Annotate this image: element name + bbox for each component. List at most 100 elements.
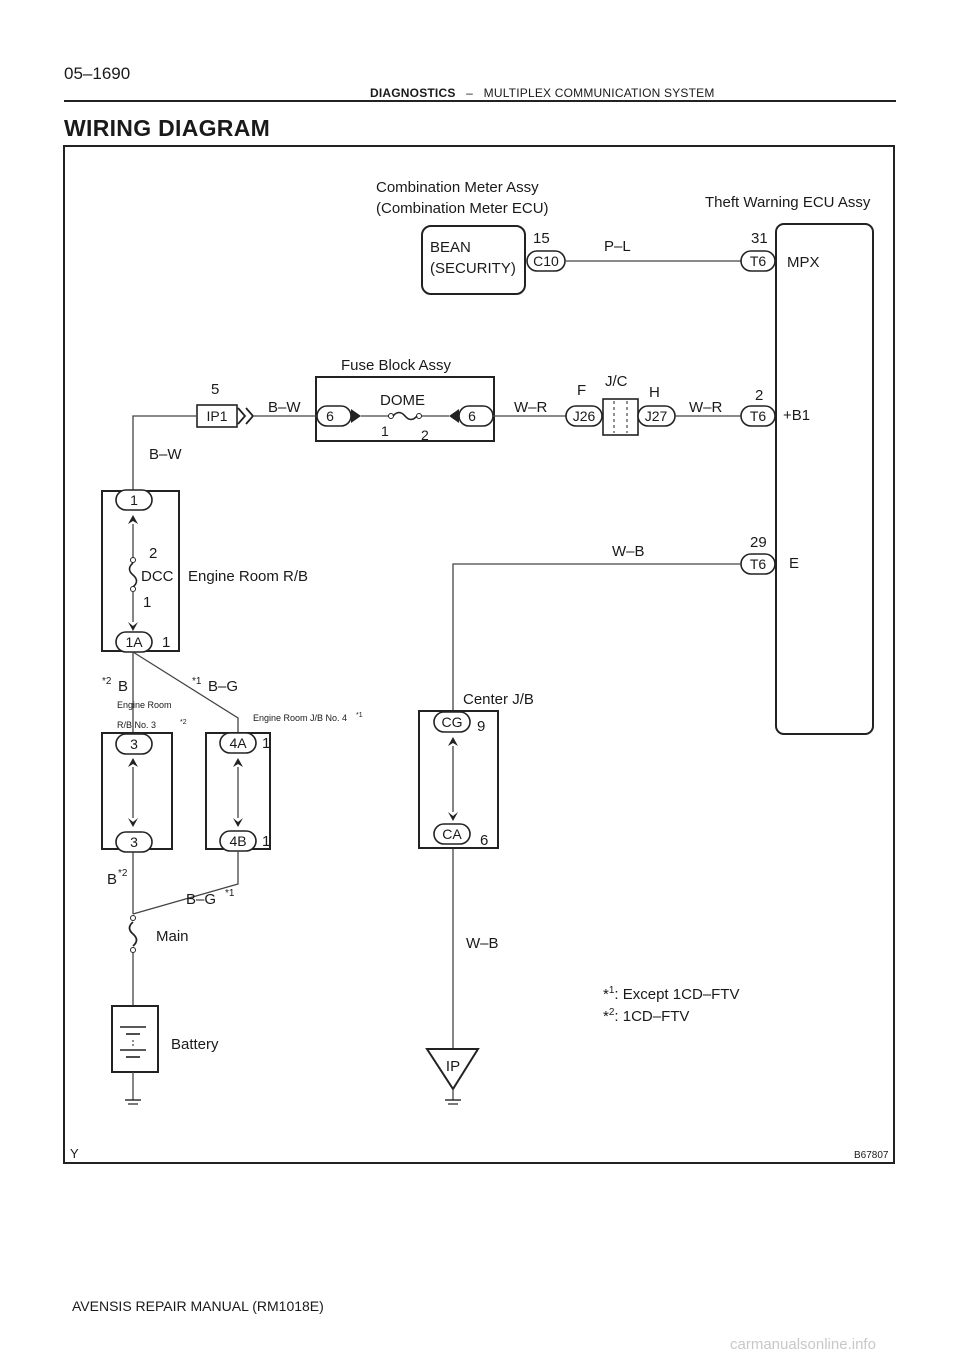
security-label: (SECURITY): [430, 260, 516, 277]
rb3-arrow-down: [128, 818, 138, 827]
ca-label: CA: [442, 826, 462, 842]
connector-4a-label: 4A: [229, 735, 247, 751]
combo-meter-box: [421, 225, 526, 295]
wire-w-b-1: [452, 563, 741, 712]
fuse-block-arrow-right: [449, 409, 459, 423]
fuse-block-label: Fuse Block Assy: [341, 357, 452, 374]
engine-rb-arrow-down: [128, 622, 138, 631]
manual-footer: AVENSIS REPAIR MANUAL (RM1018E): [72, 1298, 324, 1314]
jc-label: J/C: [605, 373, 628, 390]
page-number: 05–1690: [64, 64, 131, 83]
wire-b-1-label: B: [118, 678, 128, 695]
wire-w-b-1-label: W–B: [612, 543, 645, 560]
rb3-top-connector: [115, 733, 153, 755]
dome-fuse-label: DOME: [380, 392, 425, 409]
ip1-pin: 5: [211, 381, 219, 398]
connector-4a-pin: 1: [262, 735, 270, 752]
rb3-top-pin: 3: [130, 736, 138, 752]
wire-b-w-1-label: B–W: [268, 399, 301, 416]
combo-meter-label: Combination Meter Assy: [376, 179, 539, 196]
cg-label: CG: [442, 714, 463, 730]
wire-b-w-2-label: B–W: [149, 446, 182, 463]
engine-rb-top-connector: [115, 489, 153, 511]
jb4-label: Engine Room J/B No. 4: [253, 713, 347, 723]
figure-id: B67807: [854, 1150, 889, 1161]
dome-terminal-2-label: 2: [421, 427, 429, 443]
note-1: *1: Except 1CD–FTV: [603, 985, 739, 1003]
j27-label: J27: [645, 408, 668, 424]
rb3-label: Engine Room: [117, 700, 172, 710]
ca-pin: 6: [480, 832, 488, 849]
jc-box: [602, 398, 639, 436]
cg-connector: [433, 711, 471, 733]
engine-rb-arrow-up: [128, 515, 138, 524]
section-separator: –: [466, 86, 474, 100]
dcc-terminal-1-label: 1: [143, 594, 151, 611]
t6-label-e: T6: [750, 556, 767, 572]
battery-label: Battery: [171, 1036, 219, 1053]
cg-pin: 9: [477, 718, 485, 735]
wire-b-2-star: *2: [118, 868, 128, 879]
theft-ecu-label: Theft Warning ECU Assy: [705, 194, 871, 211]
engine-rb-box: [101, 490, 180, 652]
connector-1a-pin: 1: [162, 634, 170, 651]
fuse-block-right-connector: [458, 405, 494, 427]
center-jb-arrow-down: [448, 812, 458, 821]
wire-p-l-label: P–L: [604, 238, 631, 255]
e-terminal: E: [789, 555, 799, 572]
fuse-block-left-pin: 6: [326, 408, 334, 424]
engine-rb-top-pin: 1: [130, 492, 138, 508]
main-fuse-label: Main: [156, 928, 189, 945]
wire-b-g-2-label: B–G: [186, 891, 216, 908]
center-jb-label: Center J/B: [463, 691, 534, 708]
c10-pin: 15: [533, 230, 550, 247]
dcc-fuse-label: DCC: [141, 568, 174, 585]
wire-w-b-2-label: W–B: [466, 935, 499, 952]
section-name: DIAGNOSTICS: [370, 86, 456, 100]
page-title: WIRING DIAGRAM: [64, 115, 271, 141]
dcc-fuse-icon: [128, 562, 138, 588]
wire-b-g-1-label: B–G: [208, 678, 238, 695]
wire-b-2-label: B: [107, 871, 117, 888]
jb4-arrow-up: [233, 758, 243, 767]
subsection-name: MULTIPLEX COMMUNICATION SYSTEM: [483, 86, 715, 100]
dcc-terminal-2: [130, 557, 136, 563]
connector-4b-pin: 1: [262, 833, 270, 850]
fuse-block-left-connector: [316, 405, 352, 427]
jb4-star-mark: *1: [356, 712, 363, 719]
jc-h-label: H: [649, 384, 660, 401]
c10-label: C10: [533, 253, 559, 269]
dome-terminal-1-label: 1: [381, 423, 389, 439]
rb3-arrow-up: [128, 758, 138, 767]
connector-4a: [219, 732, 257, 754]
dome-terminal-2: [416, 413, 422, 419]
diagram-frame: [63, 145, 895, 1164]
ecu-pin-2: 2: [755, 387, 763, 404]
wire-b-g-1: [132, 651, 239, 734]
rb3-label-2: R/B No. 3: [117, 720, 156, 730]
main-fuse-terminal-bottom: [130, 947, 136, 953]
t6-label-mpx: T6: [750, 253, 767, 269]
jb4-arrow-down: [233, 818, 243, 827]
b1-terminal: +B1: [783, 407, 810, 424]
connector-4b-label: 4B: [229, 833, 246, 849]
star2-mark: *2: [102, 676, 112, 687]
t6-label-b1: T6: [750, 408, 767, 424]
j26-connector: [565, 405, 603, 427]
ecu-pin-29: 29: [750, 534, 767, 551]
rb3-bottom-connector: [115, 831, 153, 853]
dome-fuse-icon: [392, 411, 418, 421]
note-2: *2: 1CD–FTV: [603, 1007, 689, 1025]
star1-mark: *1: [192, 676, 202, 687]
ip-ground-icon: [425, 1048, 480, 1091]
dcc-terminal-1: [130, 586, 136, 592]
ip-ground-label: IP: [446, 1058, 460, 1075]
ecu-pin-31: 31: [751, 230, 768, 247]
ca-connector: [433, 823, 471, 845]
connector-1a-label: 1A: [125, 634, 143, 650]
bean-label: BEAN: [430, 239, 471, 256]
jc-f-label: F: [577, 382, 586, 399]
rb3-star-mark: *2: [180, 719, 187, 726]
theft-ecu-box: [775, 223, 874, 735]
